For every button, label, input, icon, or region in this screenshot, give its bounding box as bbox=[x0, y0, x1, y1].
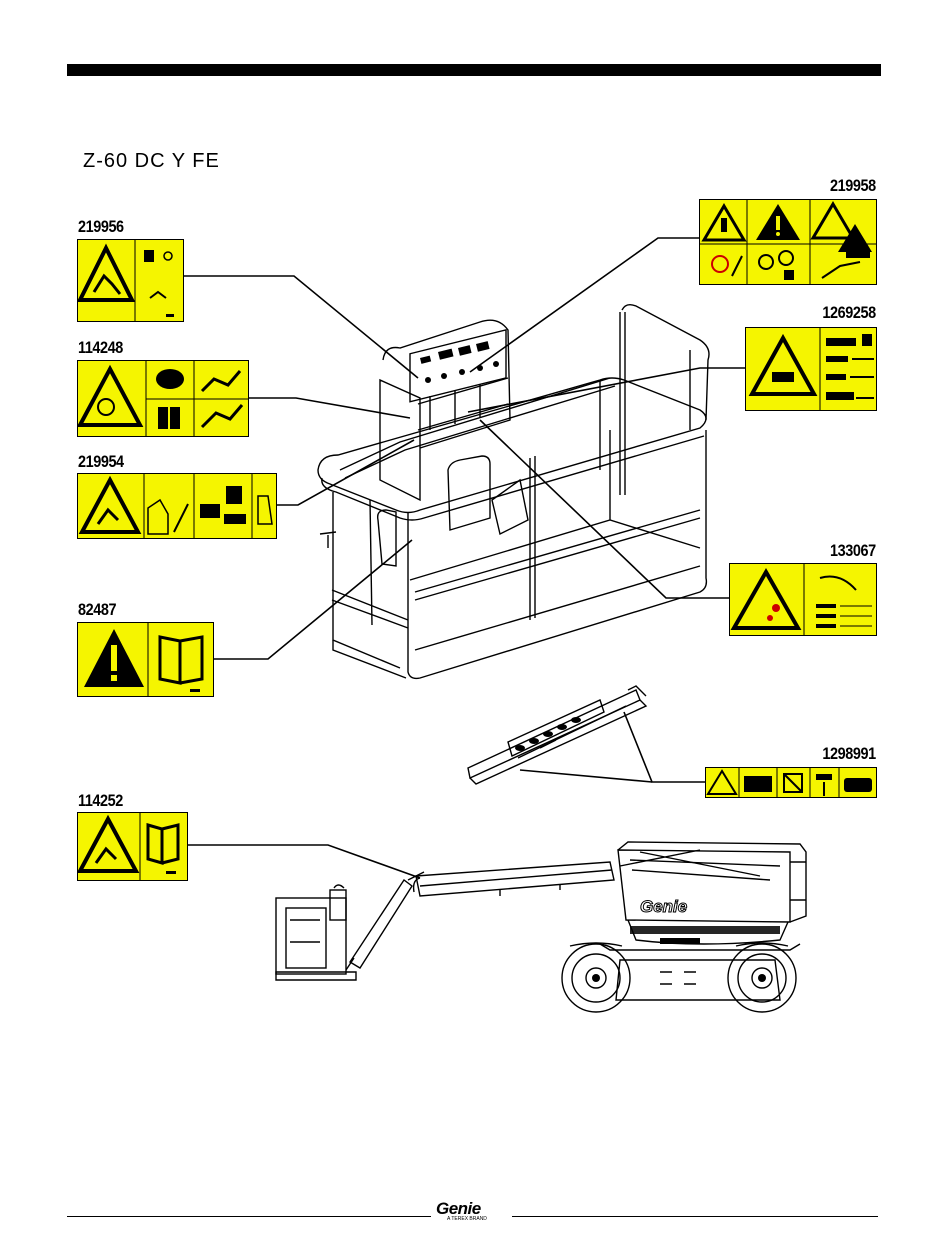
control-panel-details bbox=[420, 341, 499, 383]
jib-detail bbox=[468, 686, 646, 784]
footer-rule-right bbox=[512, 1216, 878, 1217]
footer-tagline: A TEREX BRAND bbox=[447, 1216, 487, 1222]
machine-brand-label: Genie bbox=[640, 897, 687, 917]
platform-basket bbox=[318, 305, 709, 679]
footer-rule-left bbox=[67, 1216, 431, 1217]
leader-lines bbox=[184, 238, 745, 878]
